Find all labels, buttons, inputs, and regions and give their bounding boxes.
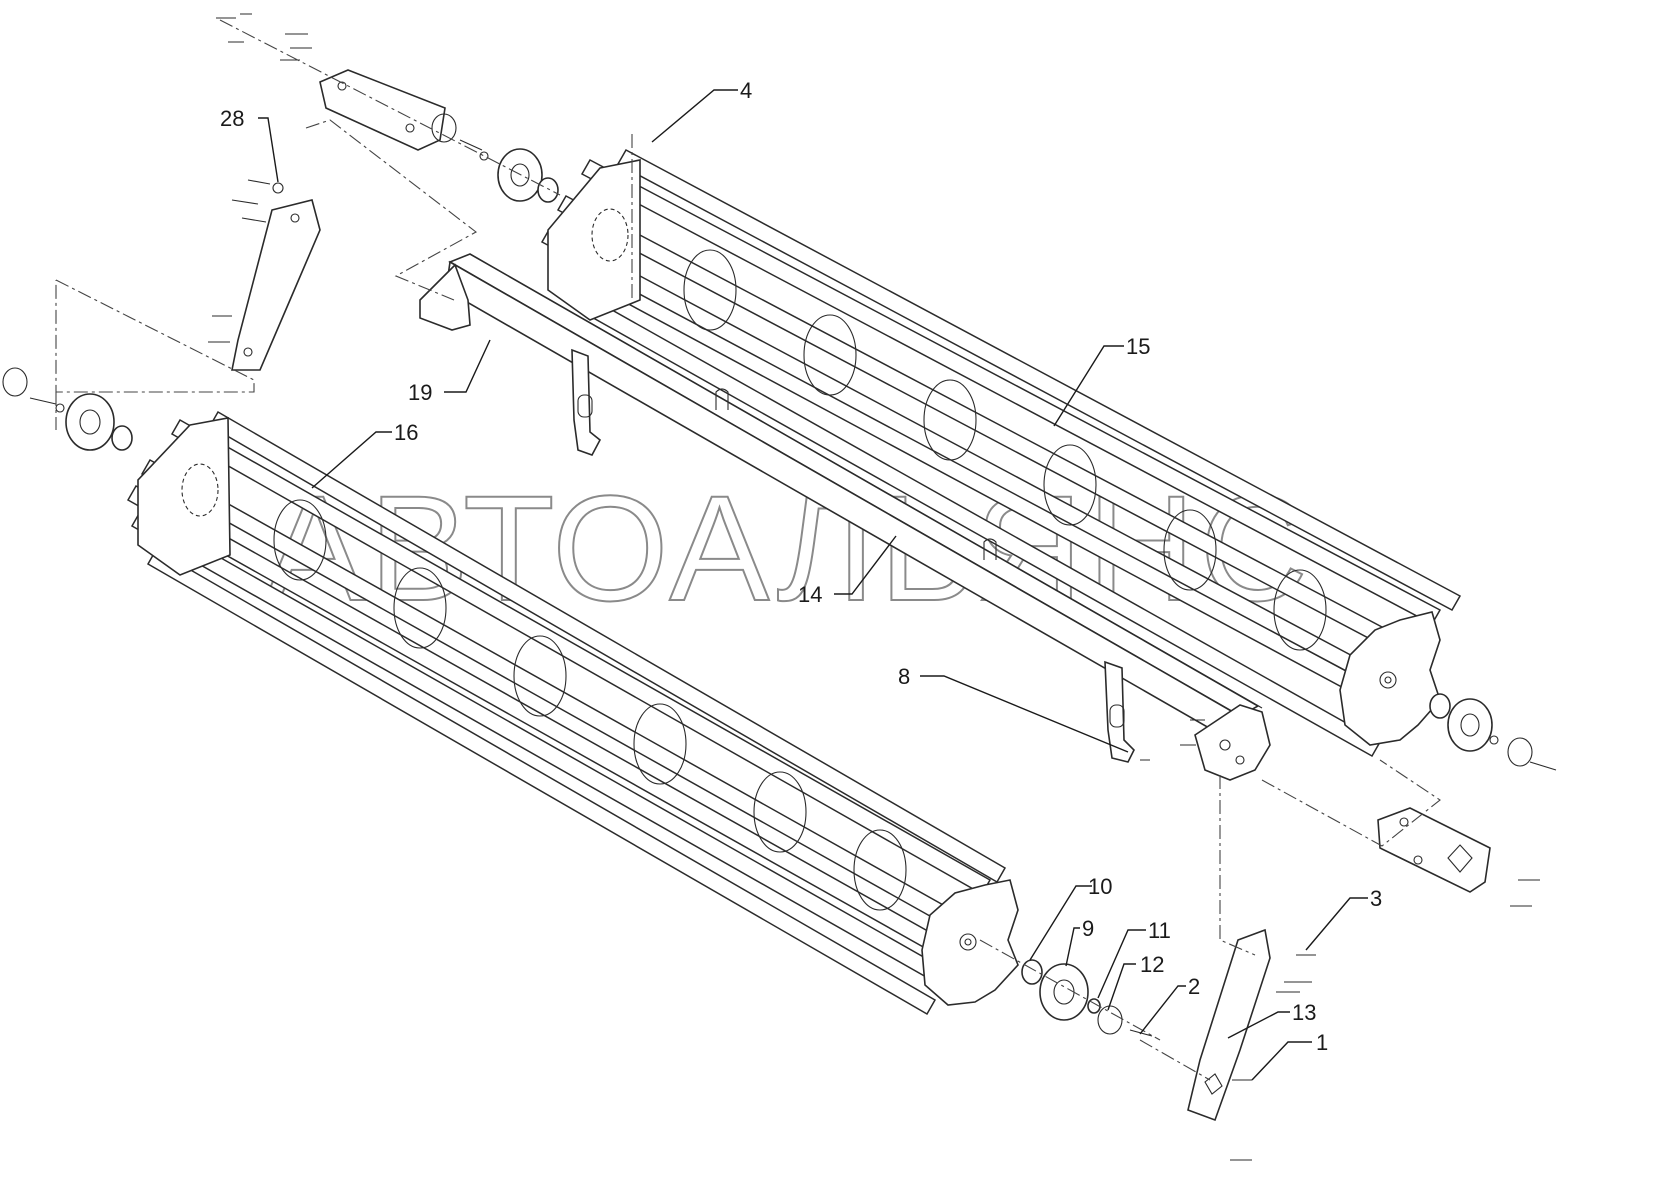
- callout-10: 10: [1088, 874, 1112, 899]
- callout-9: 9: [1082, 916, 1094, 941]
- callout-2: 2: [1188, 974, 1200, 999]
- callout-11: 11: [1148, 918, 1171, 943]
- callout-16: 16: [394, 420, 418, 445]
- frame-beam: [419, 253, 1271, 781]
- lower-roller: [126, 410, 1019, 1016]
- upper-roller: [540, 148, 1462, 758]
- callout-28: 28: [220, 106, 244, 131]
- callout-8: 8: [898, 664, 910, 689]
- callouts: 4 28 15 19 16 14 8 10 9 11 12 2 3 13 1: [220, 78, 1382, 1081]
- lower-right-mount: [1021, 693, 1557, 1161]
- upper-left-mount: [2, 13, 559, 451]
- callout-14: 14: [798, 582, 822, 607]
- callout-13: 13: [1292, 1000, 1316, 1025]
- callout-3: 3: [1370, 886, 1382, 911]
- callout-19: 19: [408, 380, 432, 405]
- callout-15: 15: [1126, 334, 1150, 359]
- callout-12: 12: [1140, 952, 1164, 977]
- callout-4: 4: [740, 78, 752, 103]
- callout-1: 1: [1316, 1030, 1328, 1055]
- assembly-center-lines: [55, 19, 1441, 1081]
